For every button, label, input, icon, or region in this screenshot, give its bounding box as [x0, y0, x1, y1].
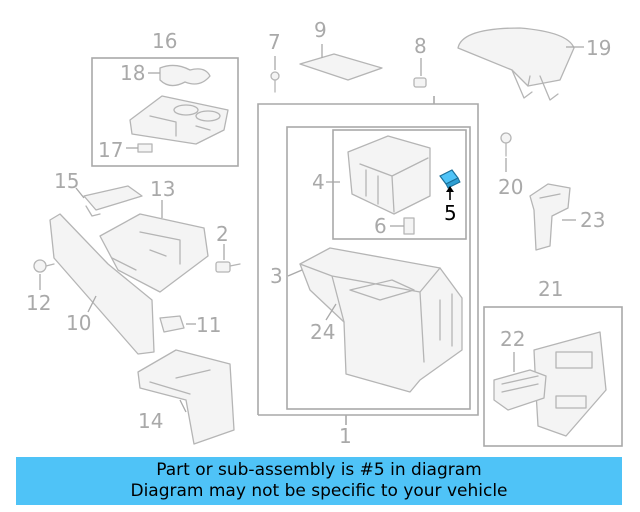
- part-14-lower-panel: [137, 349, 235, 445]
- part-22-vent: [493, 352, 547, 411]
- label-10: 10: [66, 311, 91, 335]
- part-8-pin: [413, 58, 427, 88]
- frame-group-16: [91, 57, 239, 167]
- part-20-screw: [500, 132, 512, 172]
- label-3: 3: [270, 264, 283, 288]
- label-15: 15: [54, 169, 79, 193]
- part-15-bracket: [75, 185, 143, 217]
- label-23: 23: [580, 208, 605, 232]
- info-banner: Part or sub-assembly is #5 in diagram Di…: [16, 457, 622, 505]
- part-5-highlighted: [439, 169, 461, 200]
- part-19-armrest: [457, 27, 584, 101]
- label-24: 24: [310, 320, 335, 344]
- label-21: 21: [538, 277, 563, 301]
- label-6: 6: [374, 214, 387, 238]
- label-5: 5: [444, 201, 457, 225]
- part-24-console-body: [287, 247, 463, 393]
- part-13-base: [99, 200, 209, 293]
- part-18-mat: [148, 64, 211, 87]
- part-10-side-panel: [49, 213, 155, 355]
- label-17: 17: [98, 138, 123, 162]
- frame-group-4: [332, 129, 467, 240]
- label-13: 13: [150, 177, 175, 201]
- label-1: 1: [339, 424, 352, 448]
- part-4-bin: [326, 135, 431, 215]
- label-14: 14: [138, 409, 163, 433]
- label-16: 16: [152, 29, 177, 53]
- parts-diagram: 1 2 3 4 5 6 7 8 9 10 11 12 13 14 15 16 1…: [26, 18, 623, 448]
- part-7-screw: [270, 56, 280, 93]
- part-23-duct: [529, 183, 576, 251]
- part-17-clip: [126, 143, 153, 153]
- label-2: 2: [216, 222, 229, 246]
- part-12-bolt: [33, 259, 55, 290]
- part-9-mat: [299, 44, 383, 81]
- part-11-clip: [159, 315, 196, 333]
- part-6-clip: [390, 217, 415, 235]
- label-9: 9: [314, 18, 327, 42]
- label-12: 12: [26, 291, 51, 315]
- label-11: 11: [196, 313, 221, 337]
- label-7: 7: [268, 30, 281, 54]
- frame-inner-3: [286, 126, 471, 410]
- frame-assembly-1: [257, 103, 479, 416]
- part-cupholder-tray: [129, 95, 229, 145]
- label-8: 8: [414, 34, 427, 58]
- label-18: 18: [120, 61, 145, 85]
- label-20: 20: [498, 175, 523, 199]
- banner-line-disclaimer: Diagram may not be specific to your vehi…: [130, 481, 508, 501]
- part-2-bolt: [215, 244, 241, 273]
- banner-line-part: Part or sub-assembly is #5 in diagram: [156, 460, 482, 480]
- label-4: 4: [312, 170, 325, 194]
- frame-group-21: [483, 306, 623, 447]
- label-19: 19: [586, 36, 611, 60]
- label-22: 22: [500, 327, 525, 351]
